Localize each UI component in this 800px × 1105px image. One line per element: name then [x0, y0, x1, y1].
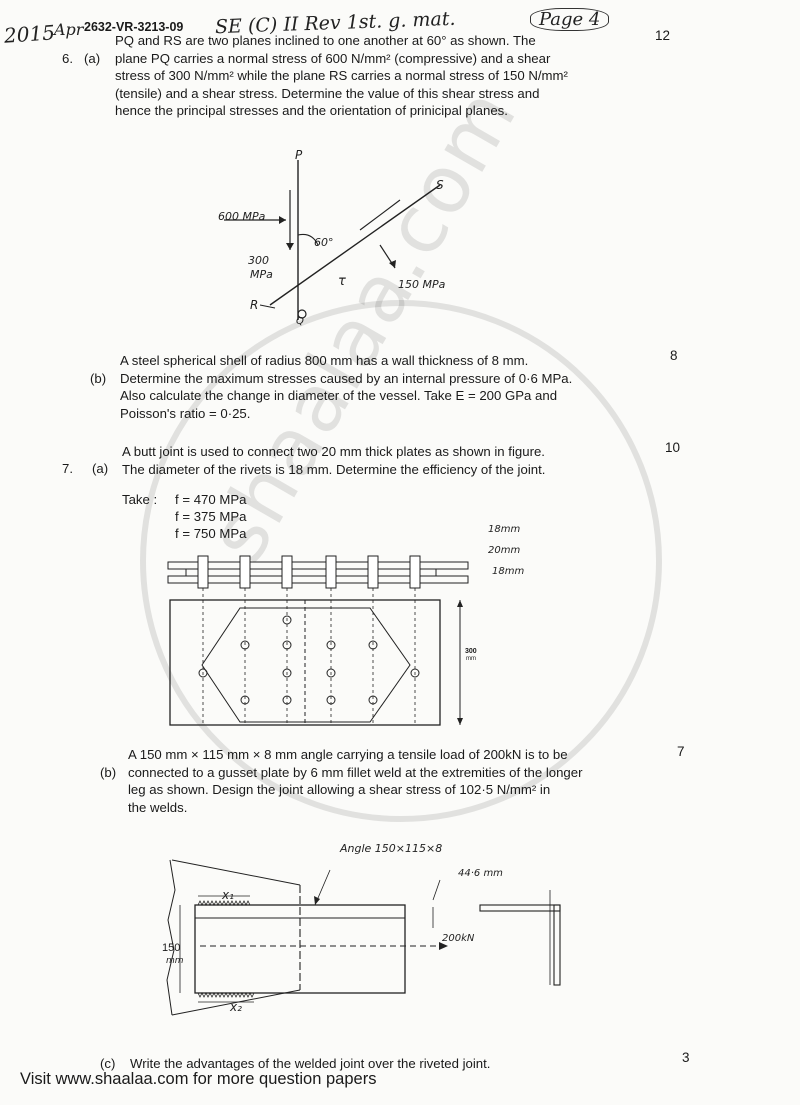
q6b-line-2: Determine the maximum stresses caused by… [120, 370, 573, 386]
fig6-stress-600: 600 MPa [218, 210, 266, 223]
q7a-line-1: A butt joint is used to connect two 20 m… [122, 444, 545, 459]
q7b-weld-figure [166, 859, 561, 1016]
header-handwritten-left: Apr [54, 20, 84, 39]
q7a-line-2: The diameter of the rivets is 18 mm. Det… [122, 461, 546, 477]
q7a-label: (a) [92, 461, 109, 476]
q6b-marks: 8 [670, 348, 678, 363]
q6b-text: A steel spherical shell of radius 800 mm… [120, 352, 660, 422]
fig7b-height-unit: mm [166, 956, 184, 966]
fig7b-angle-label: Angle 150×115×8 [340, 842, 443, 855]
q6b-label: (b) [90, 371, 107, 386]
fig6-stress-150: 150 MPa [398, 278, 446, 291]
q7a-ft: f = 470 MPa [175, 492, 247, 507]
q7b-line-1: A 150 mm × 115 mm × 8 mm angle carrying … [128, 747, 568, 762]
fig7a-height-unit: mm [466, 656, 476, 662]
header-code: 2632-VR-3213-09 [84, 20, 184, 34]
header-page-tag: Page 4 [530, 8, 610, 31]
q6a-line-1: PQ and RS are two planes inclined to one… [115, 33, 536, 48]
q7c-text: Write the advantages of the welded joint… [130, 1056, 491, 1071]
q6a-line-2: plane PQ carries a normal stress of 600 … [115, 50, 551, 66]
q6a-label: (a) [84, 51, 101, 66]
footer-visit-text[interactable]: Visit www.shaalaa.com for more question … [20, 1070, 377, 1088]
q7c-label: (c) [100, 1056, 116, 1071]
fig7a-dim1: 18mm [488, 524, 521, 535]
q7b-line-4: the welds. [128, 799, 188, 815]
fig7b-load: 200kN [442, 933, 475, 944]
q6a-line-5: hence the principal stresses and the ori… [115, 103, 508, 118]
q7a-fs: f = 375 MPa [175, 509, 247, 524]
q7b-marks: 7 [677, 744, 685, 759]
q7a-fb: f = 750 MPa [175, 526, 247, 541]
fig6-stress-300: 300 [248, 254, 269, 267]
fig7b-height: 150 [162, 942, 181, 954]
q6b-line-1: A steel spherical shell of radius 800 mm… [120, 353, 529, 368]
q7c-marks: 3 [682, 1050, 690, 1065]
q6b-line-3: Also calculate the change in diameter of… [120, 388, 558, 403]
fig7b-x1: x₁ [222, 888, 234, 902]
q7a-butt-joint-figure [167, 555, 469, 726]
q7b-text: A 150 mm × 115 mm × 8 mm angle carrying … [128, 746, 668, 816]
fig6-s-label: S [436, 178, 444, 192]
fig6-tau: τ [338, 274, 346, 289]
fig7b-x2: x₂ [230, 1000, 242, 1014]
fig6-q-label: Q [296, 316, 304, 327]
fig7a-height: 300 [465, 648, 477, 655]
q6a-line-3: stress of 300 N/mm² while the plane RS c… [115, 68, 568, 83]
fig6-mpa: MPa [250, 268, 273, 281]
q6a-marks: 12 [655, 28, 671, 43]
q7-number: 7. [62, 461, 73, 476]
q6a-text: PQ and RS are two planes inclined to one… [115, 32, 655, 120]
q7a-take: Take : [122, 492, 158, 507]
q7a-text: A butt joint is used to connect two 20 m… [122, 443, 662, 478]
q7a-marks: 10 [665, 440, 681, 455]
q7b-line-2: connected to a gusset plate by 6 mm fill… [128, 764, 583, 780]
q6b-line-4: Poisson's ratio = 0·25. [120, 405, 251, 421]
fig6-r-label: R [250, 298, 259, 312]
q6a-line-4: (tensile) and a shear stress. Determine … [115, 85, 540, 101]
header-handwritten-year: 2015 [3, 20, 56, 48]
q7b-line-3: leg as shown. Design the joint allowing … [128, 782, 551, 797]
fig7a-dim2: 20mm [488, 545, 521, 556]
fig6-angle: 60° [314, 236, 334, 249]
q6a-stress-figure [224, 160, 441, 320]
fig6-p-top: P [295, 148, 303, 162]
fig7a-dim3: 18mm [492, 566, 525, 577]
fig7b-dim-446: 44·6 mm [458, 868, 503, 879]
q6-number: 6. [62, 51, 73, 66]
q7b-label: (b) [100, 765, 117, 780]
